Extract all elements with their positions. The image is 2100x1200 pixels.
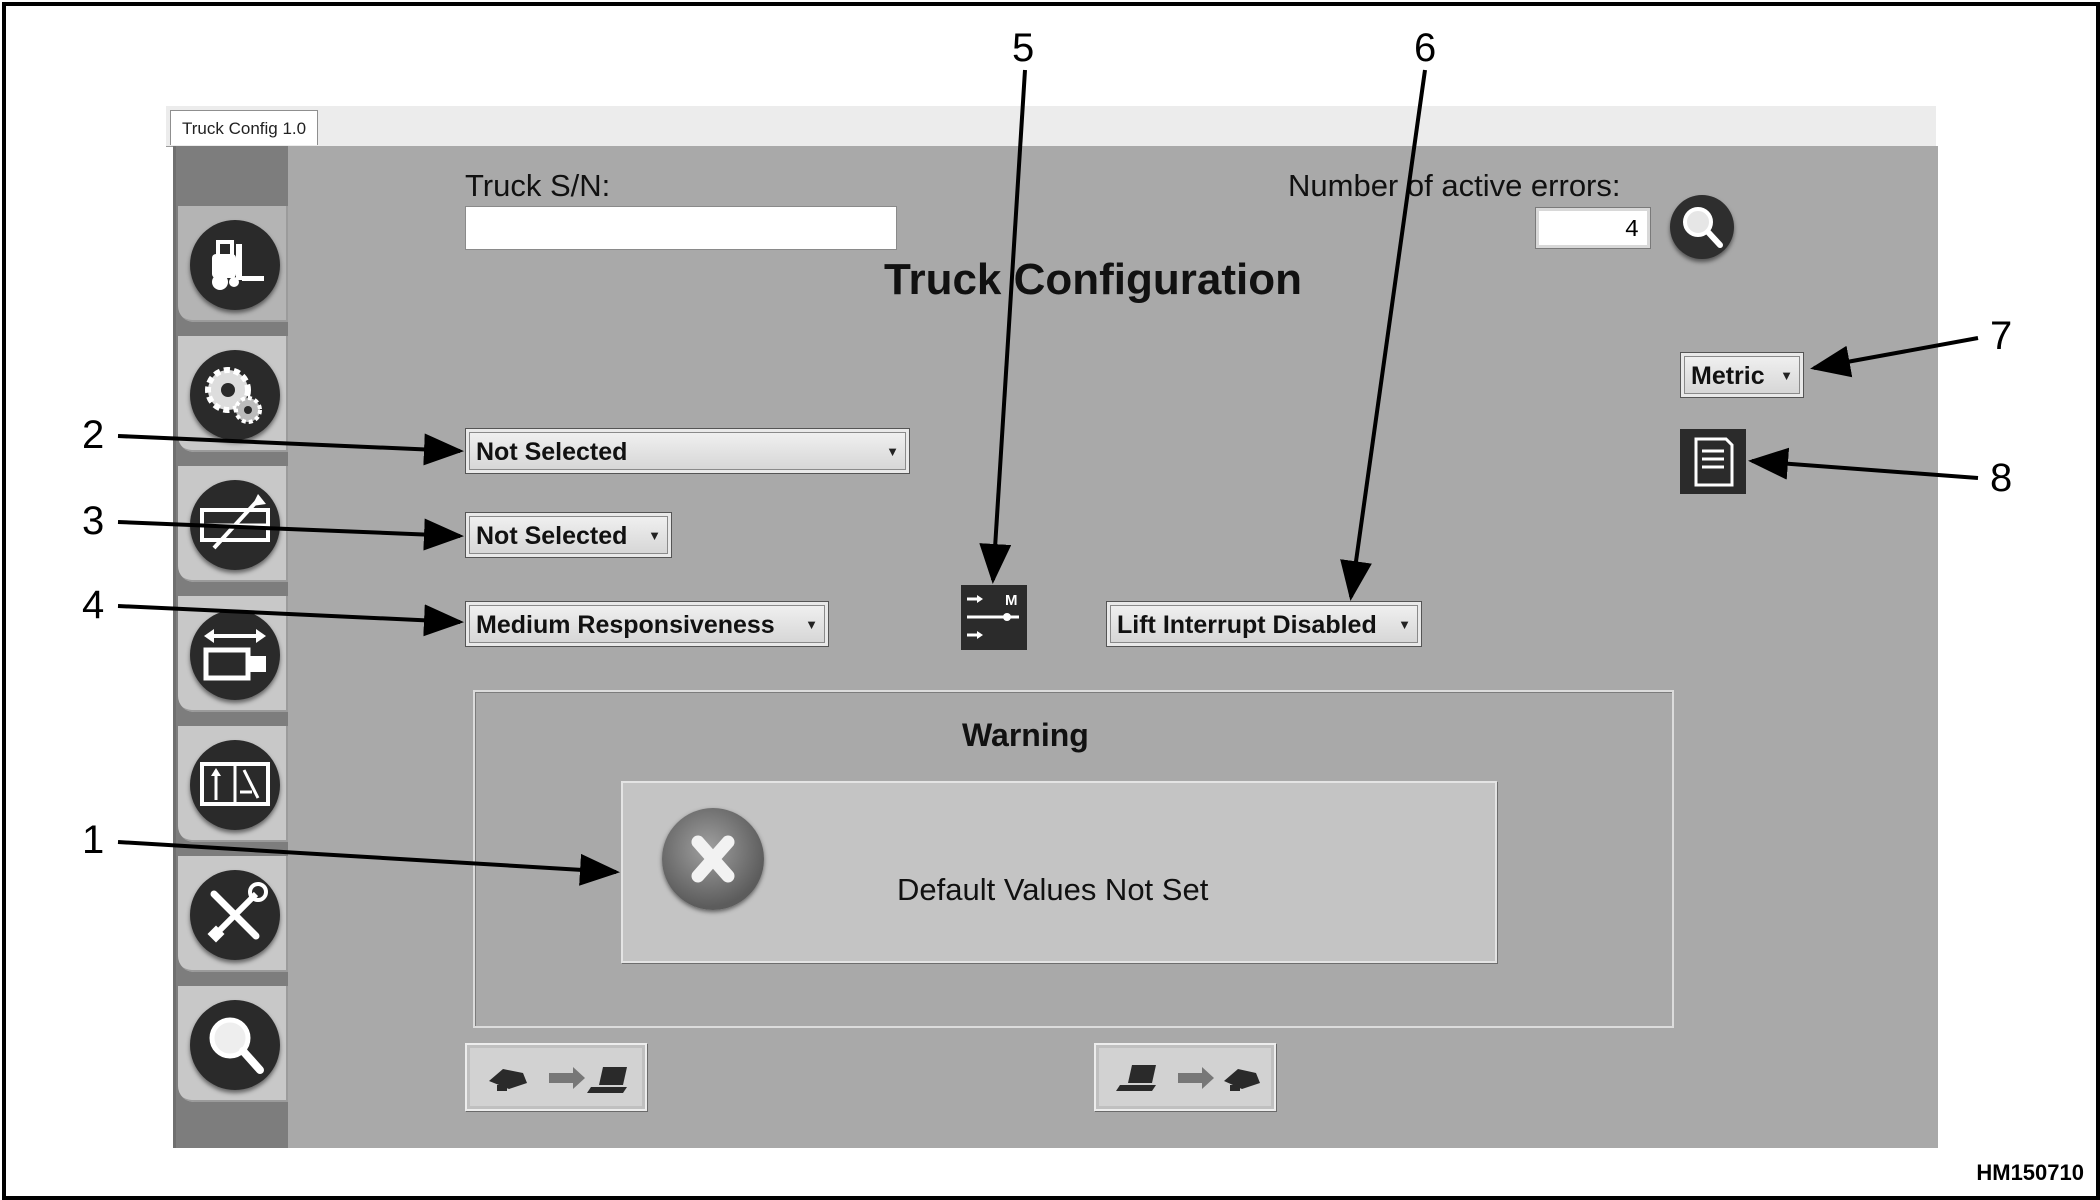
chevron-down-icon: ▼ [886,444,899,459]
hydraulics-icon [190,740,280,830]
document-icon [1694,437,1734,487]
magnifier-icon [1683,207,1723,248]
page-title: Truck Configuration [884,255,1302,304]
mode-switch-button[interactable]: M [961,585,1027,650]
lift-interrupt-dropdown[interactable]: Lift Interrupt Disabled ▼ [1106,601,1422,647]
lift-interrupt-value: Lift Interrupt Disabled [1117,611,1377,639]
dropdown-3[interactable]: Not Selected ▼ [465,512,672,558]
error-x-icon [662,808,764,910]
dropdown-3-value: Not Selected [476,522,628,550]
switch-icon: M [967,592,1019,639]
truck-to-laptop-icon [489,1067,627,1093]
write-to-truck-button[interactable] [1094,1043,1276,1111]
callout-4: 4 [82,583,105,627]
responsiveness-dropdown[interactable]: Medium Responsiveness ▼ [465,601,829,647]
adjust-icon [190,480,280,570]
sidebar-item-transfer[interactable] [178,596,288,712]
chevron-down-icon: ▼ [648,528,661,543]
warning-panel [621,781,1497,963]
tab-bar [166,106,1936,147]
chevron-down-icon: ▼ [1780,368,1793,383]
units-value: Metric [1691,362,1765,390]
sidebar-item-settings[interactable] [178,336,288,452]
chevron-down-icon: ▼ [805,617,818,632]
truck-icon [190,220,280,310]
search-icon [190,1000,280,1090]
units-dropdown[interactable]: Metric ▼ [1680,352,1804,398]
callout-5: 5 [1012,26,1035,70]
report-button[interactable] [1680,429,1746,494]
app-body [173,146,1938,1148]
callout-6: 6 [1414,26,1437,70]
sidebar-item-truck[interactable] [178,206,288,322]
warning-title: Warning [962,717,1089,753]
callout-3: 3 [82,499,105,543]
transfer-icon [190,610,280,700]
callout-1: 1 [82,818,105,862]
warning-message: Default Values Not Set [897,872,1209,907]
tab-truck-config[interactable]: Truck Config 1.0 [170,110,319,145]
sidebar-item-search[interactable] [178,986,288,1102]
callout-7: 7 [1990,314,2013,358]
active-errors-label: Number of active errors: [1288,168,1621,203]
sidebar-item-adjust[interactable] [178,466,288,582]
laptop-to-truck-icon [1116,1065,1260,1091]
mode-letter: M [1005,592,1018,609]
sidebar-item-tools[interactable] [178,856,288,972]
chevron-down-icon: ▼ [1398,617,1411,632]
callout-8: 8 [1990,456,2013,500]
sidebar-item-hydraulics[interactable] [178,726,288,842]
callout-2: 2 [82,413,105,457]
view-errors-button[interactable] [1670,195,1734,259]
dropdown-2-value: Not Selected [476,438,628,466]
read-from-truck-button[interactable] [465,1043,647,1111]
settings-gear-icon [190,350,280,440]
active-errors-count: 4 [1535,207,1651,249]
responsiveness-value: Medium Responsiveness [476,611,775,639]
figure-id: HM150710 [1976,1160,2084,1185]
dropdown-2[interactable]: Not Selected ▼ [465,428,910,474]
serial-number-input[interactable] [465,206,897,250]
serial-label: Truck S/N: [465,168,611,203]
tools-icon [190,870,280,960]
